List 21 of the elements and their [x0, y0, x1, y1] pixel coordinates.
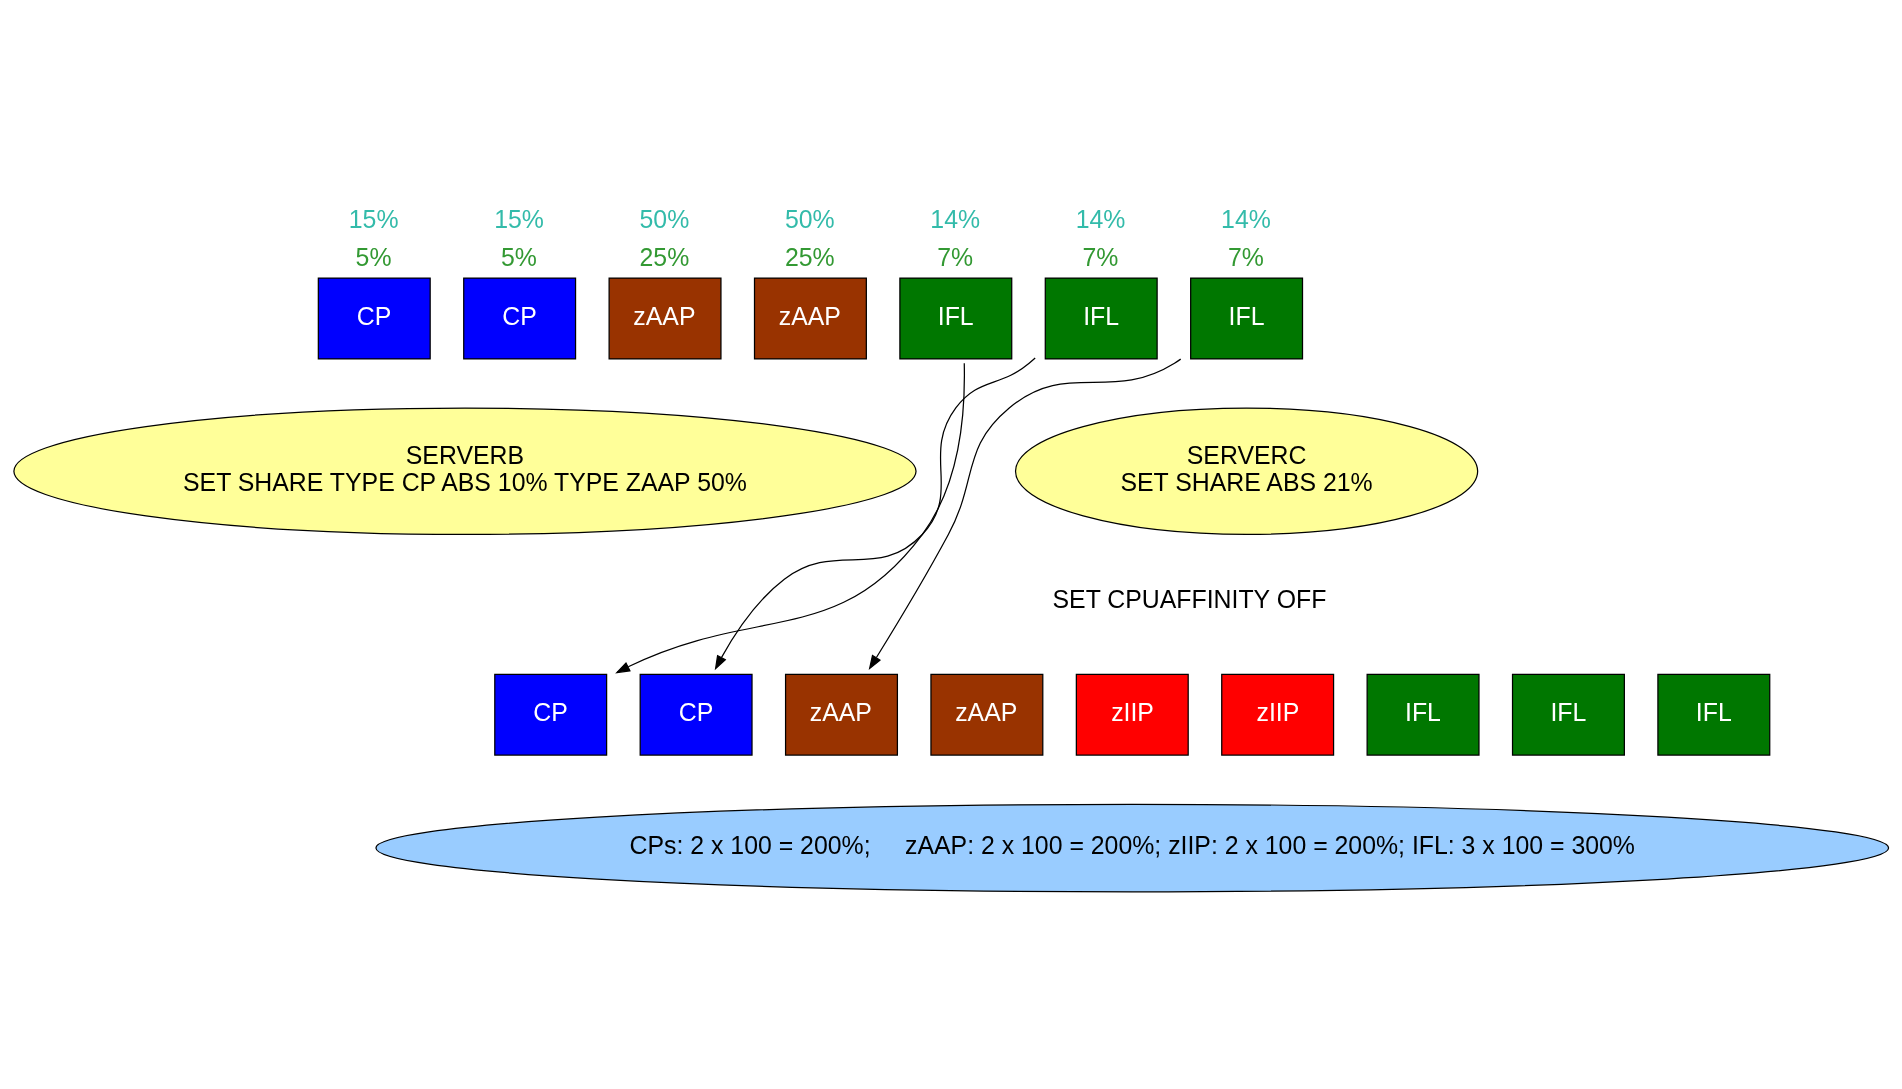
node-label: 25% [784, 243, 835, 271]
node-label: 50% [784, 205, 835, 233]
node-label: 5% [355, 243, 392, 271]
node-ellipse: CPs: 2 x 100 = 200%; zAAP: 2 x 100 = 200%; zIIP: 2 x 100 = 200%; IFL: 3 x 100 = 300% [374, 803, 1889, 892]
node-label: 7% [1082, 243, 1118, 271]
node-ellipse: SERVERB SET SHARE TYPE CP ABS 10% TYPE ZAAP 50% [12, 406, 917, 535]
arrow [868, 358, 1181, 670]
node-label: 50% [639, 205, 689, 233]
node-label: 14% [1220, 205, 1271, 233]
node-label: 15% [493, 205, 544, 233]
node-label: 25% [639, 243, 689, 271]
node-label: 14% [929, 205, 980, 233]
node-label: 7% [936, 243, 973, 271]
node-ellipse: SERVERC SET SHARE ABS 21% [1014, 406, 1478, 535]
arrow [714, 356, 1036, 670]
arrow [614, 362, 965, 673]
node-label: 14% [1075, 205, 1125, 233]
label: SET CPUAFFINITY OFF [1052, 585, 1326, 613]
node-label: 7% [1227, 243, 1264, 271]
node-label: 5% [500, 243, 537, 271]
node-label: 15% [348, 205, 399, 233]
